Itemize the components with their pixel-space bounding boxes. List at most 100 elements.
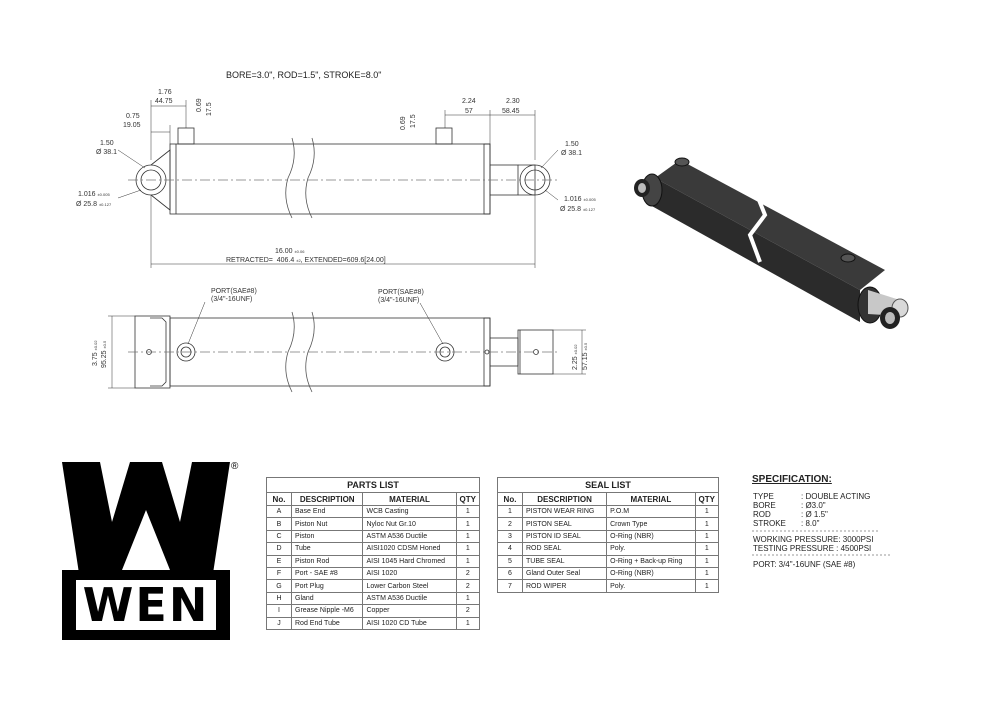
dim-17-5-right: 17.5 [410, 114, 417, 128]
dim-17-5-left: 17.5 [206, 102, 213, 116]
dim-phi-38-1-right: Ø 38.1 [561, 150, 583, 157]
row-qty: 1 [694, 554, 720, 568]
row-no: F [266, 566, 292, 581]
row-material: Nyloc Nut Gr.10 [362, 517, 457, 531]
row-material: ASTM A536 Ductile [362, 591, 457, 606]
row-no: 3 [497, 529, 523, 544]
row-qty: 2 [455, 604, 481, 618]
row-material: AISI 1020 [362, 566, 457, 581]
header-spec: BORE=3.0", ROD=1.5", STROKE=8.0" [226, 70, 382, 80]
row-qty: 1 [455, 517, 481, 531]
row-qty: 1 [455, 591, 481, 606]
col-qty: QTY [455, 492, 481, 506]
row-material: AISI 1020 CD Tube [362, 616, 457, 630]
col-material: MATERIAL [362, 492, 457, 506]
row-no: E [266, 554, 292, 568]
dim-0-69-right: 0.69 [400, 116, 407, 130]
dim-44-75: 44.75 [155, 98, 173, 105]
row-no: A [266, 504, 292, 519]
row-no: I [266, 604, 292, 618]
row-material: O-Ring + Back-up Ring [606, 554, 696, 568]
dim-3-75: 3.75 ±0.02 [92, 340, 99, 366]
dim-1-50-right: 1.50 [565, 141, 579, 148]
dim-58-45: 58.45 [502, 108, 520, 115]
spec-stroke-value: : 8.0" [801, 519, 820, 528]
dim-2-24: 2.24 [462, 98, 476, 105]
row-material: ASTM A536 Ductile [362, 529, 457, 544]
row-description: PISTON SEAL [521, 517, 608, 531]
row-no: 5 [497, 554, 523, 568]
dim-1-016-right: 1.016 ±0.005 [564, 196, 596, 203]
row-description: Gland [290, 591, 364, 606]
specification-title: SPECIFICATION: [752, 474, 832, 485]
row-material: P.O.M [606, 504, 696, 519]
col-no: No. [497, 492, 523, 506]
row-no: C [266, 529, 292, 544]
row-no: 6 [497, 566, 523, 581]
dim-phi-38-1-left: Ø 38.1 [96, 149, 118, 156]
wen-logo: WEN [62, 462, 230, 640]
seal-list-title: SEAL LIST [497, 477, 719, 492]
col-qty: QTY [694, 492, 720, 506]
dim-2-25: 2.25 ±0.02 [572, 344, 579, 370]
dim-2-30: 2.30 [506, 98, 520, 105]
row-description: TUBE SEAL [521, 554, 608, 568]
col-no: No. [266, 492, 292, 506]
row-material: Crown Type [606, 517, 696, 531]
row-no: D [266, 542, 292, 556]
dim-phi-25-8-left: Ø 25.8 ±0.127 [76, 201, 112, 208]
row-material: WCB Casting [362, 504, 457, 519]
w-mark [62, 462, 230, 580]
port-top-left [177, 127, 195, 145]
row-description: Piston Nut [290, 517, 364, 531]
row-description: Piston Rod [290, 554, 364, 568]
row-qty: 1 [694, 579, 720, 593]
row-description: PISTON ID SEAL [521, 529, 608, 544]
row-material: Poly. [606, 579, 696, 593]
parts-list-title: PARTS LIST [266, 477, 480, 492]
row-material: Lower Carbon Steel [362, 579, 457, 593]
row-description: Tube [290, 542, 364, 556]
spec-testing-pressure: TESTING PRESSURE : 4500PSI [753, 544, 872, 553]
spec-bore-label: BORE [753, 501, 776, 510]
port-label-left: PORT(SAE#8)(3/4"-16UNF) [211, 288, 257, 303]
row-material: O-Ring (NBR) [606, 529, 696, 544]
row-no: 2 [497, 517, 523, 531]
row-material: AISI1020 CDSM Honed [362, 542, 457, 556]
dim-retracted-extended: RETRACTED= 406.4 ±2, EXTENDED=609.6[24.0… [226, 257, 386, 264]
dim-19-05: 19.05 [123, 122, 141, 129]
row-no: G [266, 579, 292, 593]
parts-list-table: PARTS LIST No. DESCRIPTION MATERIAL QTY … [266, 477, 481, 630]
row-qty: 1 [455, 554, 481, 568]
dim-1-016-left: 1.016 ±0.005 [78, 191, 110, 198]
spec-working-pressure: WORKING PRESSURE: 3000PSI [753, 535, 874, 544]
row-description: Gland Outer Seal [521, 566, 608, 581]
spec-rod-label: ROD [753, 510, 771, 519]
row-no: 1 [497, 504, 523, 519]
row-no: J [266, 616, 292, 630]
row-description: Grease Nipple -M6 [290, 604, 364, 618]
dim-16-00: 16.00 ±0.06 [275, 248, 305, 255]
row-qty: 1 [455, 616, 481, 630]
spec-type-label: TYPE [753, 492, 774, 501]
row-qty: 1 [694, 517, 720, 531]
row-material: Copper [362, 604, 457, 618]
row-material: AISI 1045 Hard Chromed [362, 554, 457, 568]
row-material: O-Ring (NBR) [606, 566, 696, 581]
row-description: Port Plug [290, 579, 364, 593]
